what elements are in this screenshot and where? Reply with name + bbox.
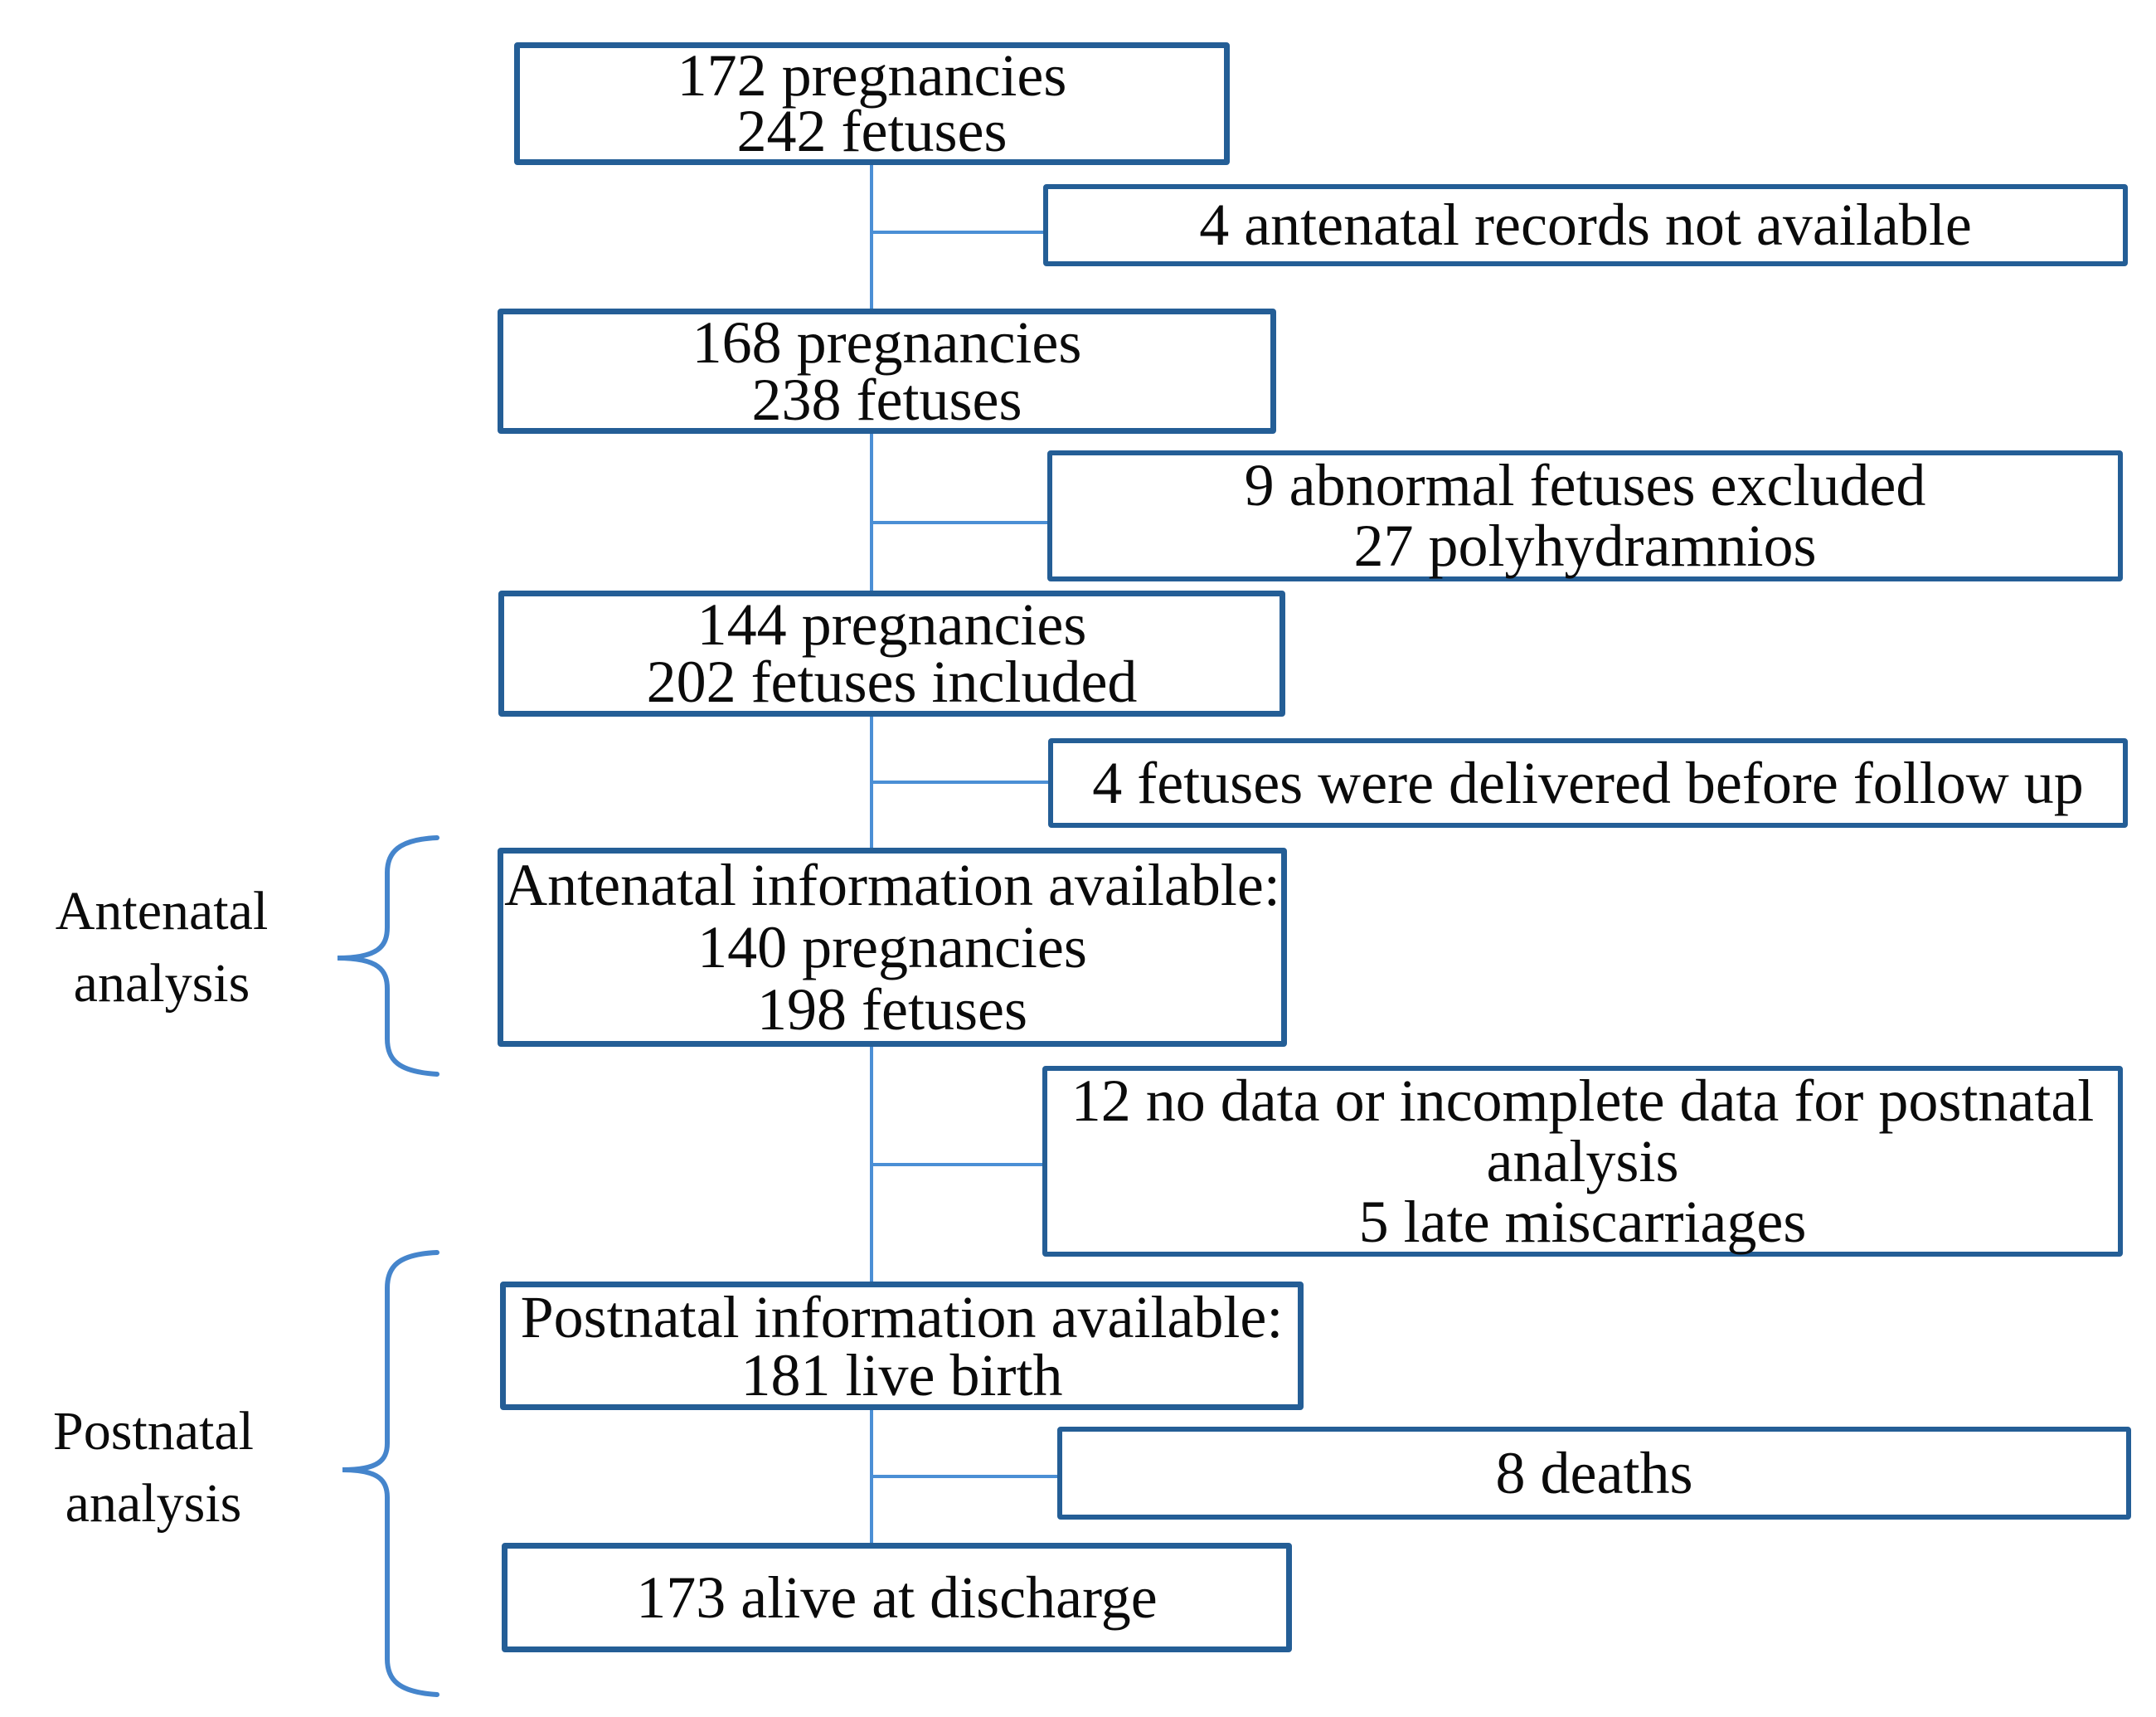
flow-box-172-pregnancies: 172 pregnancies 242 fetuses <box>514 42 1230 165</box>
box-line: 4 antenatal records not available <box>1199 192 1972 258</box>
postnatal-analysis-label: Postnatal analysis <box>17 1395 290 1539</box>
connector-stub-delivered-before-followup <box>872 781 1050 784</box>
label-line: analysis <box>65 1473 242 1534</box>
flow-box-postnatal-information-available: Postnatal information available: 181 liv… <box>500 1282 1304 1410</box>
box-line: 173 alive at discharge <box>636 1564 1158 1631</box>
box-line: 202 fetuses included <box>646 649 1138 715</box>
exclusion-box-antenatal-records-not-available: 4 antenatal records not available <box>1043 184 2128 266</box>
box-line: 144 pregnancies <box>697 591 1087 658</box>
box-line: 5 late miscarriages <box>1358 1188 1807 1255</box>
box-line: 27 polyhydramnios <box>1353 513 1817 579</box>
connector-stub-incomplete-data <box>872 1163 1044 1166</box>
box-line: 140 pregnancies <box>697 913 1087 980</box>
box-line: 12 no data or incomplete data for postna… <box>1071 1067 2095 1134</box>
box-line: Postnatal information available: <box>520 1283 1284 1350</box>
flow-box-antenatal-information-available: Antenatal information available: 140 pre… <box>498 848 1287 1047</box>
box-line: analysis <box>1486 1127 1679 1194</box>
antenatal-group-brace <box>337 835 439 1077</box>
flow-box-144-pregnancies: 144 pregnancies 202 fetuses included <box>498 591 1285 717</box>
flow-box-alive-at-discharge: 173 alive at discharge <box>502 1543 1292 1652</box>
connector-stub-antenatal-records <box>872 231 1045 234</box>
box-line: 198 fetuses <box>757 975 1027 1043</box>
label-line: Postnatal <box>53 1401 254 1462</box>
box-line: 168 pregnancies <box>692 309 1082 376</box>
box-line: 4 fetuses were delivered before follow u… <box>1092 749 2084 816</box>
exclusion-box-delivered-before-followup: 4 fetuses were delivered before follow u… <box>1048 738 2128 828</box>
box-line: 172 pregnancies <box>677 42 1067 109</box>
exclusion-box-deaths: 8 deaths <box>1057 1427 2131 1520</box>
box-line: 238 fetuses <box>751 366 1022 433</box>
antenatal-analysis-label: Antenatal analysis <box>25 875 299 1019</box>
box-line: 181 live birth <box>741 1341 1063 1408</box>
label-line: Antenatal <box>55 881 269 941</box>
connector-stub-abnormal-fetuses <box>872 521 1049 524</box>
box-line: 242 fetuses <box>736 98 1008 164</box>
box-line: 8 deaths <box>1495 1439 1693 1506</box>
exclusion-box-no-or-incomplete-data: 12 no data or incomplete data for postna… <box>1042 1066 2123 1257</box>
postnatal-group-brace <box>342 1250 439 1697</box>
label-line: analysis <box>73 953 250 1014</box>
flow-box-168-pregnancies: 168 pregnancies 238 fetuses <box>498 309 1276 434</box>
connector-stub-deaths <box>872 1475 1059 1478</box>
box-line: 9 abnormal fetuses excluded <box>1244 452 1926 518</box>
box-line: Antenatal information available: <box>504 851 1280 918</box>
exclusion-box-abnormal-fetuses-excluded: 9 abnormal fetuses excluded 27 polyhydra… <box>1047 450 2123 581</box>
